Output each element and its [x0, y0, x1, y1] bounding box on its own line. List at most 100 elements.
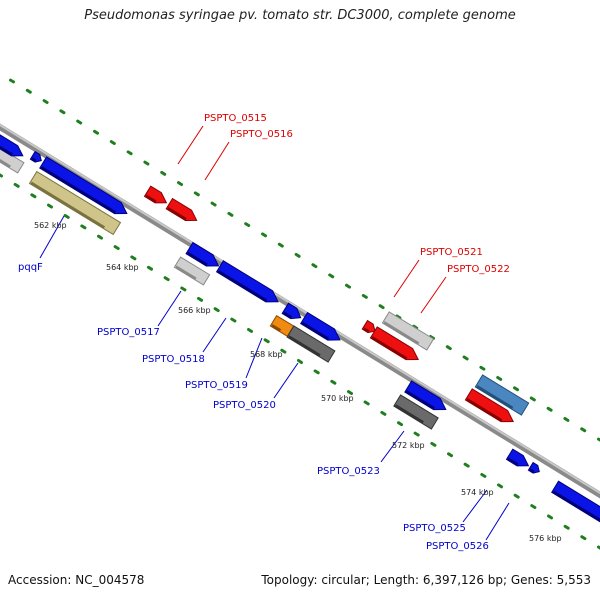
gene-pspto-0516[interactable] — [165, 197, 200, 226]
gene-pspto-0517[interactable] — [173, 256, 211, 286]
track-dot — [247, 328, 253, 333]
feature-track-dots — [0, 78, 600, 550]
gene-red-long-d[interactable] — [464, 388, 516, 427]
gene-pale-edge-shadow — [0, 155, 11, 168]
gene-label-pspto-0523[interactable]: PSPTO_0523 — [317, 466, 380, 477]
gene-pspto-0523-body — [393, 394, 439, 430]
gene-pale-edge[interactable] — [0, 146, 25, 174]
track-dot — [9, 78, 15, 84]
gene-label-pqqf[interactable]: pqqF — [18, 262, 43, 273]
gene-blue-tiny[interactable] — [527, 461, 541, 476]
leader-line — [245, 337, 263, 379]
track-dot — [113, 245, 120, 250]
gene-label-pspto-0525[interactable]: PSPTO_0525 — [403, 523, 466, 534]
tick-label-570: 570 kbp — [321, 394, 354, 403]
track-dot — [445, 345, 452, 351]
gene-label-pspto-0526[interactable]: PSPTO_0526 — [426, 541, 489, 552]
gene-label-pspto-0520[interactable]: PSPTO_0520 — [213, 400, 276, 411]
track-dot — [30, 193, 37, 199]
gene-pale-edge-body — [0, 146, 25, 174]
gene-blue-small-a[interactable] — [29, 150, 43, 165]
gene-pspto-0518[interactable] — [215, 260, 282, 308]
gene-pspto-0521-shadow — [383, 321, 420, 345]
gene-pspto-0517-shadow — [175, 265, 197, 280]
gene-label-pspto-0518[interactable]: PSPTO_0518 — [142, 354, 205, 365]
track-dot — [546, 406, 553, 412]
track-dot — [529, 396, 536, 402]
gene-steel-shadow — [476, 385, 514, 409]
gene-blue-long-a[interactable] — [39, 156, 130, 219]
gene-pqqf-body — [28, 170, 122, 236]
gene-blue-long-a-body — [39, 156, 128, 215]
track-dot — [463, 462, 470, 468]
track-dot — [413, 431, 420, 437]
track-dot — [160, 170, 167, 176]
gene-blue-edge[interactable] — [0, 134, 26, 161]
gene-pspto-0522[interactable] — [369, 326, 421, 365]
gene-pqqf-shadow — [30, 181, 106, 229]
track-dot — [313, 369, 320, 375]
track-dot — [330, 379, 337, 385]
leader-line — [157, 290, 182, 327]
leader-line — [380, 430, 405, 463]
gene-pspto-0520[interactable] — [286, 325, 336, 363]
track-dot — [76, 119, 83, 125]
track-dot — [13, 182, 20, 188]
gene-pspto-0523-shadow — [394, 404, 424, 424]
track-dot — [480, 473, 487, 478]
gene-label-pspto-0515[interactable]: PSPTO_0515 — [204, 113, 267, 124]
gene-label-pspto-0522[interactable]: PSPTO_0522 — [447, 264, 510, 275]
track-dot — [59, 109, 66, 115]
gene-pspto-0526[interactable] — [551, 480, 600, 529]
gene-blue-mid-c[interactable] — [404, 380, 449, 415]
gene-label-pspto-0519[interactable]: PSPTO_0519 — [185, 380, 248, 391]
gene-pspto-0521[interactable] — [381, 311, 435, 351]
track-dot — [177, 181, 183, 186]
tick-label-568: 568 kbp — [250, 350, 283, 359]
leader-line — [485, 502, 510, 541]
track-dot — [479, 365, 486, 371]
gene-blue-mid-b[interactable] — [300, 311, 344, 346]
track-dot — [261, 232, 267, 238]
track-dot — [130, 255, 137, 261]
gene-blue-mid-c-body — [404, 380, 447, 411]
gene-pspto-0525[interactable] — [505, 448, 531, 471]
track-dot — [97, 234, 103, 240]
track-dot — [361, 294, 368, 299]
gene-pspto-0523[interactable] — [393, 394, 439, 430]
track-dot — [563, 524, 570, 530]
gene-pspto-0515[interactable] — [143, 185, 169, 208]
track-dot — [397, 421, 403, 427]
track-dot — [378, 304, 385, 310]
gene-pspto-0522-body — [369, 326, 420, 361]
track-dot — [25, 88, 32, 94]
backbone-highlight — [0, 123, 600, 495]
gene-blue-small-a-shadow — [31, 157, 37, 162]
track-dot — [496, 376, 503, 381]
label-leader-lines — [39, 125, 510, 541]
track-dot — [197, 296, 203, 302]
gene-pspto-0516-body — [165, 197, 198, 221]
track-dot — [297, 359, 303, 364]
leader-line — [420, 276, 447, 314]
gene-label-pspto-0516[interactable]: PSPTO_0516 — [230, 129, 293, 140]
track-dot — [597, 437, 600, 442]
gene-pspto-0515-shadow — [145, 194, 157, 203]
track-dot — [143, 160, 150, 166]
gene-label-pspto-0521[interactable]: PSPTO_0521 — [420, 247, 483, 258]
gene-red-small-c[interactable] — [361, 319, 377, 336]
gene-pspto-0521-body — [381, 311, 435, 351]
gene-label-pspto-0517[interactable]: PSPTO_0517 — [97, 327, 160, 338]
gene-steel-body — [474, 374, 530, 416]
track-dot — [513, 493, 520, 499]
leader-line — [39, 215, 65, 259]
gene-steel[interactable] — [474, 374, 530, 416]
gene-blue-small-b[interactable] — [281, 302, 304, 323]
gene-blue-mid-b-body — [300, 311, 341, 341]
gene-blue-mid-a-body — [185, 241, 220, 267]
gene-blue-long-a-shadow — [40, 166, 117, 214]
gene-pqqf[interactable] — [28, 170, 122, 236]
track-dot — [147, 265, 153, 271]
gene-pspto-0518-body — [215, 260, 279, 303]
gene-blue-mid-a[interactable] — [185, 241, 222, 272]
